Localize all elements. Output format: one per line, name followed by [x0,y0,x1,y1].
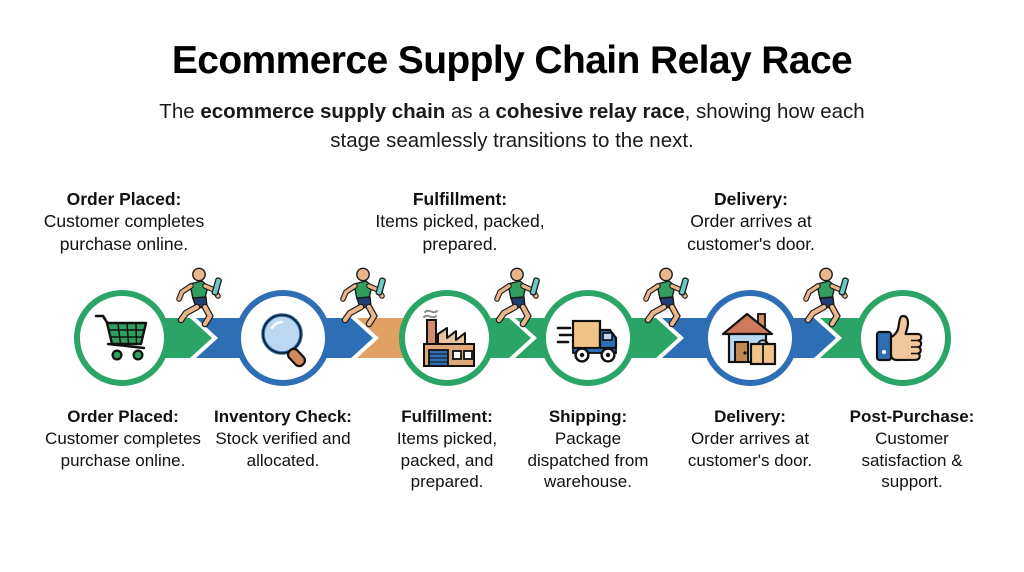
top-label-title: Order Placed: [66,189,182,209]
subtitle-bold-2: cohesive relay race [495,99,685,123]
connector-shipping-to-delivery [578,318,762,358]
house-package-icon [721,312,777,366]
stage-label-delivery: Delivery: Order arrives at customer's do… [668,406,832,471]
top-label-title: Fulfillment: [412,189,508,209]
stage-label-shipping: Shipping: Package dispatched from wareho… [521,406,655,493]
relay-runner-icon [646,268,689,324]
relay-runner-icon [497,268,540,324]
top-label-delivery: Delivery: Order arrives at customer's do… [651,188,851,255]
subtitle-text-2: as a [445,99,496,123]
stage-label-title: Delivery: [714,407,786,426]
stage-label-desc: Items picked, packed, and prepared. [396,428,498,492]
magnifying-glass-icon [261,313,307,368]
stage-label-title: Fulfillment: [401,407,493,426]
page-title: Ecommerce Supply Chain Relay Race [171,39,853,82]
stage-label-order-placed: Order Placed: Customer completes purchas… [34,406,212,471]
subtitle-text-1: The [159,99,201,123]
top-label-title: Delivery: [714,189,788,209]
stage-label-post-purchase: Post-Purchase: Customer satisfaction & s… [834,406,990,493]
stage-label-desc: Stock verified and allocated. [215,428,351,470]
top-label-fulfillment: Fulfillment: Items picked, packed, prepa… [360,188,560,255]
stage-label-desc: Customer completes purchase online. [45,428,201,470]
shopping-cart-icon [94,314,148,361]
connector-fulfillment-to-shipping [437,318,609,358]
stage-node-fulfillment[interactable] [399,290,495,386]
top-label-desc: Order arrives at customer's door. [687,211,815,254]
connector-delivery-to-post-purchase [740,318,916,358]
stage-label-fulfillment: Fulfillment: Items picked, packed, and p… [367,406,527,493]
stage-node-post-purchase[interactable] [855,290,951,386]
top-label-desc: Customer completes purchase online. [43,211,205,254]
relay-runner-icon [179,268,222,324]
factory-icon [423,309,475,367]
stage-label-desc: Customer satisfaction & support. [861,428,963,492]
stage-node-shipping[interactable] [540,290,636,386]
delivery-truck-icon [556,319,618,363]
stage-label-title: Post-Purchase: [849,407,975,426]
stage-label-desc: Order arrives at customer's door. [687,428,813,470]
connector-inventory-to-fulfillment [273,318,457,358]
relay-runner-icon [343,268,386,324]
connector-order-placed-to-inventory [112,318,296,358]
subtitle-bold-1: ecommerce supply chain [200,99,446,123]
stage-label-desc: Package dispatched from warehouse. [527,428,649,492]
stage-label-inventory-check: Inventory Check: Stock verified and allo… [203,406,363,471]
stage-label-title: Order Placed: [67,407,179,426]
stage-label-title: Inventory Check: [214,407,352,426]
subtitle-text-3: , showing how each stage seamlessly tran… [330,99,865,152]
thumbs-up-icon [875,314,923,362]
stage-node-delivery[interactable] [702,290,798,386]
stage-node-order-placed[interactable] [74,290,170,386]
relay-runner-icon [806,268,849,324]
top-label-desc: Items picked, packed, prepared. [375,211,545,254]
page-subtitle: The ecommerce supply chain as a cohesive… [147,97,877,155]
header: Ecommerce Supply Chain Relay Race The ec… [0,39,1024,155]
stage-label-title: Shipping: [548,407,628,426]
stage-node-inventory-check[interactable] [235,290,331,386]
top-label-order-placed: Order Placed: Customer completes purchas… [24,188,224,255]
